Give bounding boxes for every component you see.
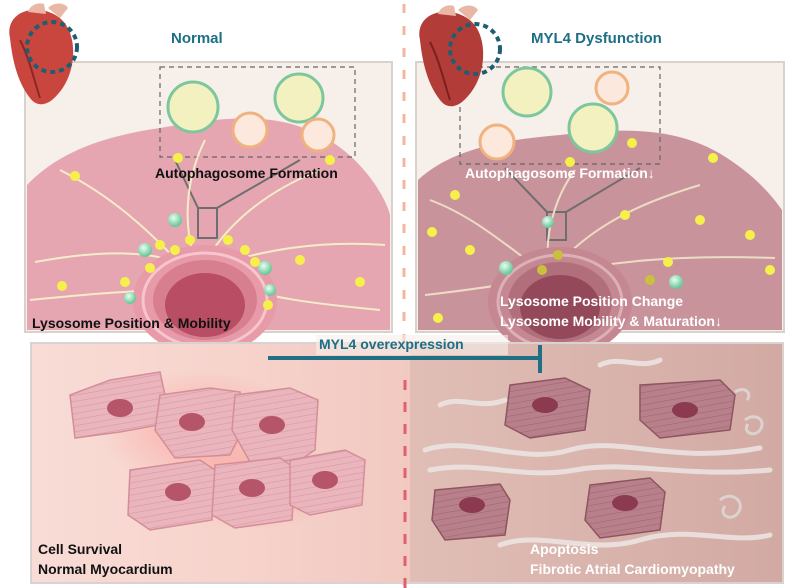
autolysosome xyxy=(594,70,630,106)
autophagosome xyxy=(166,80,220,134)
inhibitor-arrow xyxy=(268,345,542,373)
outcome-dysfunction-1: Apoptosis xyxy=(530,541,599,557)
lysosome-label-dysfunction-2: Lysosome Mobility & Maturation↓ xyxy=(500,313,722,329)
heart-icon xyxy=(419,5,502,107)
nucleus-dysfunction xyxy=(488,247,632,357)
panel-dysfunction xyxy=(415,61,785,357)
fibrosis-strands xyxy=(422,357,773,548)
autolysosome xyxy=(300,117,336,153)
lysosome-label-normal: Lysosome Position & Mobility xyxy=(32,315,231,331)
autolysosome xyxy=(231,111,269,149)
zoom-box-dysfunction xyxy=(459,66,661,165)
nucleus-normal xyxy=(133,245,277,355)
heart-icon xyxy=(9,3,79,105)
cardiomyocytes-normal xyxy=(69,371,366,531)
lysosomes-dysfunction xyxy=(427,138,775,323)
cardiomyocytes-dysfunction xyxy=(422,357,773,548)
autolysosome xyxy=(478,123,516,161)
outcome-normal-2: Normal Myocardium xyxy=(38,561,173,577)
dysfunction-title: MYL4 Dysfunction xyxy=(531,30,662,47)
autophagosome xyxy=(501,66,553,118)
heart-highlight-dysfunction xyxy=(448,22,502,76)
autophagosome-label-dysfunction: Autophagosome Formation↓ xyxy=(465,165,655,181)
heart-highlight-normal xyxy=(25,20,79,74)
panel-normal xyxy=(24,61,393,355)
cell-normal xyxy=(27,118,390,330)
panel-bottom xyxy=(30,342,784,588)
zoom-box-normal xyxy=(159,66,356,158)
lysosomes-normal xyxy=(57,153,365,310)
normal-title: Normal xyxy=(171,30,223,47)
zoom-source-normal xyxy=(197,207,218,239)
inhibitor-label-bg xyxy=(316,335,508,355)
outcome-dysfunction-2: Fibrotic Atrial Cardiomyopathy xyxy=(530,561,735,577)
autophagosome-label-normal: Autophagosome Formation xyxy=(155,165,338,181)
fibrosis-swirls xyxy=(719,388,764,519)
outcome-normal-1: Cell Survival xyxy=(38,541,123,557)
autophagosome xyxy=(567,102,619,154)
autophagosome xyxy=(273,72,325,124)
lysosome-label-dysfunction-1: Lysosome Position Change xyxy=(500,293,684,309)
intervention-label: MYL4 overexpression xyxy=(319,336,464,352)
